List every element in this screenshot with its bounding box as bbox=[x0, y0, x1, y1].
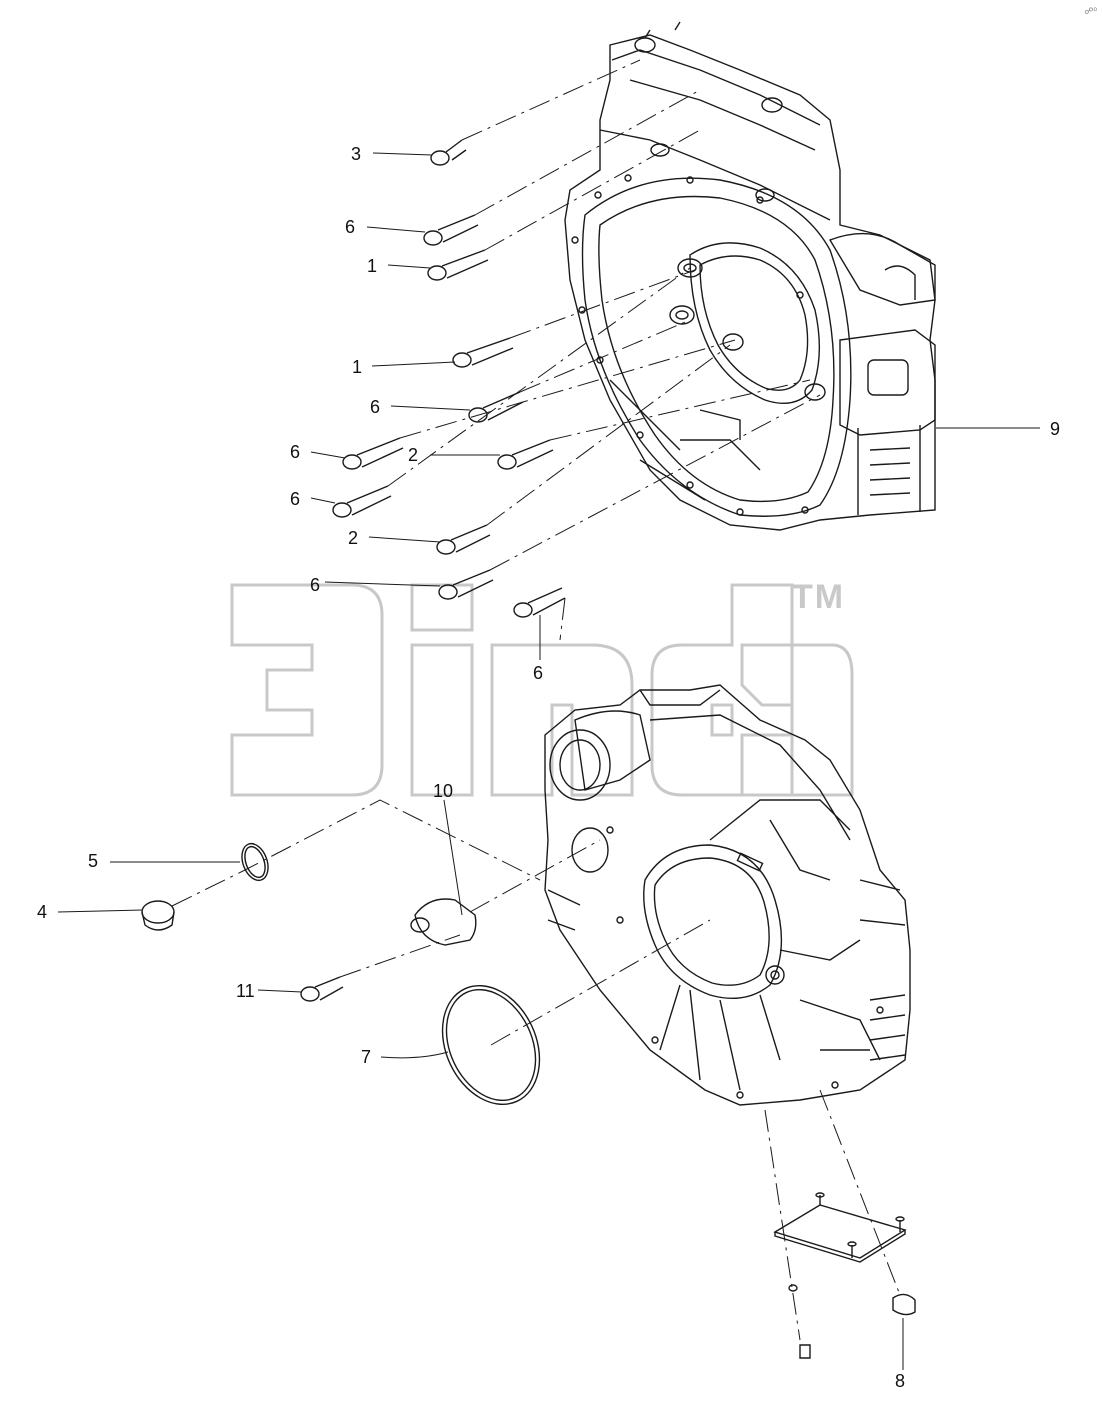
bolt-1a bbox=[427, 249, 489, 281]
watermark-glyph-d bbox=[650, 583, 794, 797]
cover-plate-10 bbox=[410, 898, 477, 946]
callout-1-middle: 1 bbox=[352, 357, 363, 377]
callout-6-lower: 6 bbox=[310, 575, 321, 595]
callout-6-left-a: 6 bbox=[290, 442, 301, 462]
callout-7: 7 bbox=[361, 1047, 372, 1067]
bolt-1b bbox=[452, 337, 514, 368]
leader-lines bbox=[57, 152, 1040, 1370]
bolt-6f bbox=[513, 587, 566, 618]
watermark-glyph-3 bbox=[230, 583, 384, 797]
callout-8: 8 bbox=[895, 1371, 906, 1391]
seal-ring-5 bbox=[241, 842, 269, 882]
watermark-trademark: TM bbox=[792, 578, 846, 616]
callout-11: 11 bbox=[236, 981, 255, 1001]
callout-6-upper: 6 bbox=[345, 217, 356, 237]
callout-4: 4 bbox=[37, 902, 48, 922]
plug-4 bbox=[141, 900, 175, 931]
callout-2-upper: 2 bbox=[408, 445, 419, 465]
bolt-3 bbox=[430, 139, 467, 166]
lower-rear-cover bbox=[544, 684, 911, 1106]
corner-mark: ☍⁰ bbox=[1084, 6, 1097, 16]
bolt-group-upper bbox=[332, 139, 566, 618]
watermark-glyph-e bbox=[740, 643, 854, 797]
callout-6-bottom: 6 bbox=[533, 663, 544, 683]
bolt-6d bbox=[332, 485, 392, 518]
watermark-glyph-i-dot bbox=[410, 583, 474, 632]
callout-2-lower: 2 bbox=[348, 528, 359, 548]
o-ring-7 bbox=[441, 984, 541, 1106]
callout-6-middle: 6 bbox=[370, 397, 381, 417]
callout-3-top: 3 bbox=[351, 144, 362, 164]
bolt-2a bbox=[497, 439, 554, 470]
callout-1-upper: 1 bbox=[367, 256, 378, 276]
callout-10: 10 bbox=[433, 781, 454, 801]
bolt-6a bbox=[423, 214, 479, 246]
bolt-11 bbox=[300, 976, 344, 1002]
watermark-glyph-i-stem bbox=[410, 643, 474, 797]
assembly-lines bbox=[171, 59, 901, 1341]
access-plate-8 bbox=[773, 1192, 916, 1359]
watermark-glyph-n bbox=[490, 643, 634, 797]
bolt-2b bbox=[436, 524, 491, 555]
bolt-6b bbox=[468, 391, 524, 423]
upper-flywheel-housing bbox=[564, 21, 936, 531]
watermark-logo bbox=[230, 583, 854, 797]
callout-9: 9 bbox=[1050, 419, 1061, 439]
callout-6-left-b: 6 bbox=[290, 489, 301, 509]
bolt-6c bbox=[342, 437, 404, 470]
bolt-6e bbox=[438, 569, 494, 600]
callout-5: 5 bbox=[88, 851, 99, 871]
